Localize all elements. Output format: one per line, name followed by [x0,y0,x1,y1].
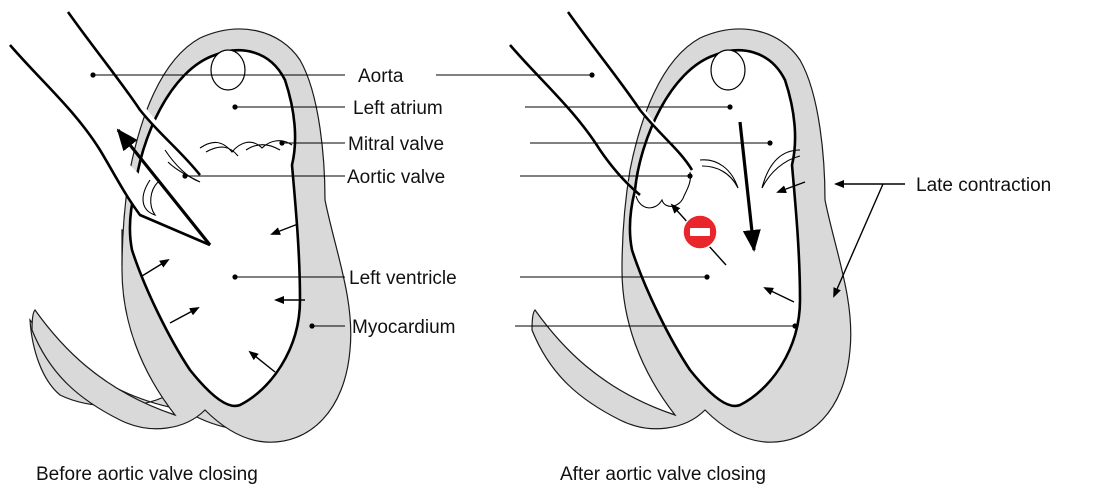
label-left-atrium: Left atrium [353,98,443,119]
label-myocardium: Myocardium [352,317,455,338]
aorta-tube [510,45,640,195]
label-aorta: Aorta [358,66,404,87]
pulmonary-vein-icon [211,50,245,90]
no-entry-icon [683,215,717,249]
caption-before: Before aortic valve closing [36,464,258,485]
label-late-contraction: Late contraction [916,175,1051,196]
pulmonary-vein-icon [711,50,745,90]
label-left-ventricle: Left ventricle [349,268,457,289]
label-aortic-valve: Aortic valve [347,167,445,188]
heart-after-closing [510,12,851,442]
heart-before-closing [10,12,351,442]
caption-after: After aortic valve closing [560,464,766,485]
label-mitral-valve: Mitral valve [348,134,444,155]
